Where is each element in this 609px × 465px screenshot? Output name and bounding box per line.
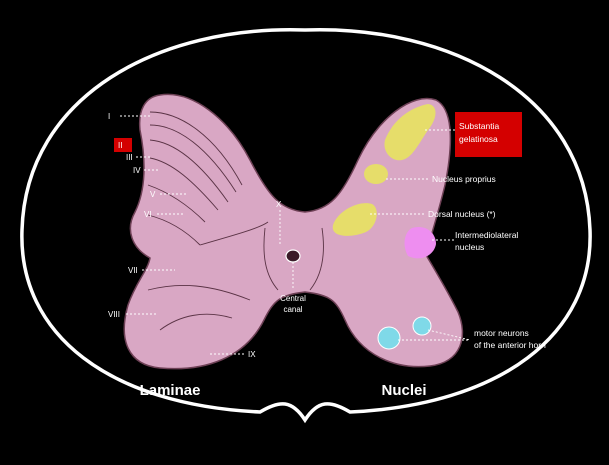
substantia-gelatinosa-highlight: [455, 112, 522, 157]
lamina-label-vii: VII: [128, 266, 138, 275]
leader-line: [427, 329, 471, 341]
lamina-label-iv: IV: [133, 166, 141, 175]
lamina-contour: [147, 214, 201, 246]
lamina-label-vi: VI: [144, 210, 152, 219]
laminae-caption: Laminae: [140, 382, 201, 399]
central-canal-label-line1: Central: [280, 294, 306, 303]
lamina-contour: [149, 157, 219, 211]
lamina-contour: [263, 227, 279, 291]
lamina-contour: [147, 184, 206, 223]
lamina-contour: [149, 124, 237, 193]
lamina-label-ix: IX: [248, 350, 256, 359]
lamina-label-v: V: [150, 190, 156, 199]
nuclei-caption: Nuclei: [381, 382, 426, 399]
lamina-label-iii: III: [126, 153, 133, 162]
substantia-gelatinosa-shape: [384, 104, 436, 161]
motor-neurons-label-line2: of the anterior horn: [474, 340, 546, 350]
lamina-contour: [159, 313, 233, 331]
motor-neuron-circle-large: [377, 326, 401, 350]
grey-matter: [123, 93, 464, 370]
intermediolateral-label-line1: Intermediolateral: [455, 230, 518, 240]
intermediolateral-shape: [404, 226, 436, 259]
lamina-label-ii: II: [118, 141, 122, 150]
intermediolateral-label-line2: nucleus: [455, 242, 484, 252]
lamina-contour: [147, 284, 251, 301]
nucleus-proprius-shape: [364, 164, 388, 184]
dorsal-nucleus-label: Dorsal nucleus (*): [428, 209, 496, 219]
dorsal-nucleus-shape: [332, 203, 377, 236]
substantia-gelatinosa-label-line1: Substantia: [459, 121, 499, 131]
lamina-contour: [149, 139, 229, 203]
lamina-contour: [149, 111, 243, 186]
substantia-gelatinosa-label-line2: gelatinosa: [459, 134, 498, 144]
lamina-label-i: I: [108, 112, 110, 121]
lamina-ii-highlight: [114, 138, 132, 152]
laminae-contours: [147, 111, 324, 331]
nuclei-labels: Substantia gelatinosa Nucleus proprius D…: [370, 112, 546, 350]
lamina-labels: I II III IV V VI VII VIII IX X: [108, 112, 282, 359]
motor-neurons-label-line1: motor neurons: [474, 328, 529, 338]
central-canal: [285, 249, 301, 263]
central-canal-label-line2: canal: [283, 305, 302, 314]
motor-neuron-circle-small: [412, 316, 432, 336]
lamina-label-viii: VIII: [108, 310, 120, 319]
lamina-contour: [309, 227, 324, 291]
nucleus-proprius-label: Nucleus proprius: [432, 174, 496, 184]
lamina-label-x: X: [276, 200, 282, 209]
lamina-contour: [199, 221, 269, 246]
